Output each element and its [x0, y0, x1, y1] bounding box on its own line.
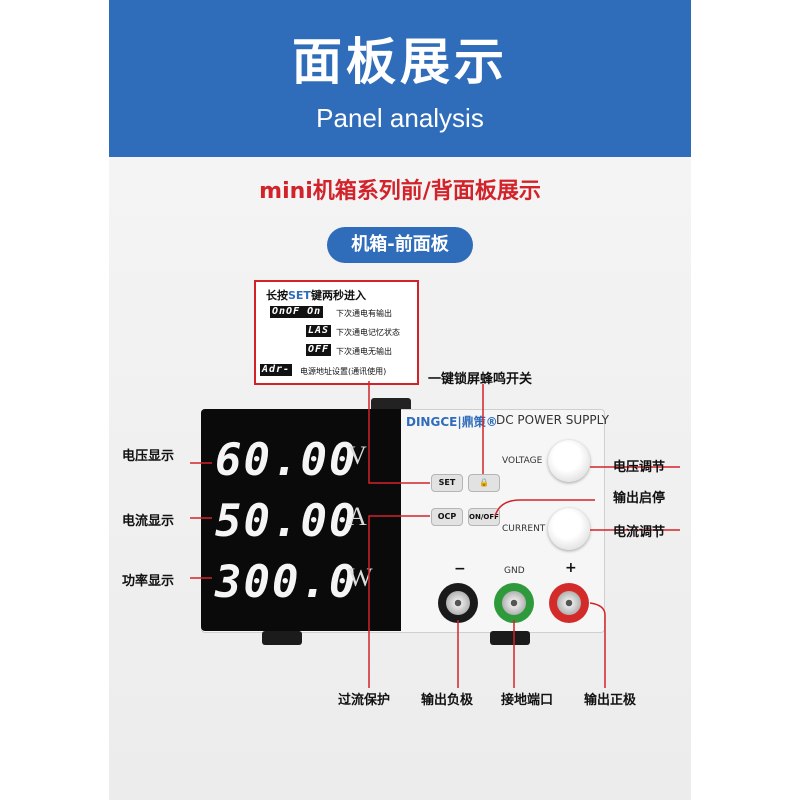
tip-code-off: OFF: [306, 344, 332, 356]
lock-icon: 🔒: [479, 478, 489, 487]
negative-terminal[interactable]: [438, 583, 478, 623]
current-readout: 50.00: [215, 496, 358, 547]
callout-out-neg: 输出负极: [421, 693, 474, 708]
brand-logo: DINGCE|鼎策®: [406, 413, 498, 430]
startup-mode-tip-box: 长按SET键两秒进入 OnOF On 下次通电有输出 LAS 下次通电记忆状态 …: [254, 280, 419, 385]
line-tip-to-set: [368, 381, 430, 484]
front-panel-pill: 机箱-前面板: [327, 227, 473, 263]
tip-text-off: 下次通电无输出: [336, 347, 392, 356]
current-knob[interactable]: [548, 508, 590, 550]
line-output-onoff: [494, 499, 595, 517]
voltage-readout: 60.00: [215, 435, 358, 486]
tip-heading-suffix: 键两秒进入: [310, 289, 366, 302]
line-ocp: [368, 515, 430, 688]
ground-terminal[interactable]: [494, 583, 534, 623]
lock-beep-button[interactable]: 🔒: [468, 474, 500, 492]
output-onoff-button[interactable]: ON/OFF: [468, 508, 500, 526]
tip-heading-set: SET: [288, 289, 311, 302]
model-label: DC POWER SUPPLY: [496, 413, 610, 427]
callout-output-onoff: 输出启停: [613, 491, 666, 506]
set-button[interactable]: SET: [431, 474, 463, 492]
lcd-display: 60.00 V 50.00 A 300.0 W: [201, 409, 401, 631]
positive-sign: +: [565, 560, 577, 576]
callout-current-display: 电流显示: [122, 514, 175, 529]
page-title: 面板展示: [292, 33, 508, 91]
gnd-label: GND: [504, 566, 525, 576]
brand-name: DINGCE|鼎策: [406, 415, 486, 429]
current-knob-label: CURRENT: [502, 524, 546, 534]
voltage-knob-label: VOLTAGE: [502, 456, 543, 466]
callout-gnd: 接地端口: [501, 693, 554, 708]
ocp-button[interactable]: OCP: [431, 508, 463, 526]
callout-voltage-adjust: 电压调节: [613, 460, 666, 475]
callout-ocp: 过流保护: [338, 693, 391, 708]
callout-out-pos: 输出正极: [584, 693, 637, 708]
tip-heading-prefix: 长按: [266, 289, 288, 302]
voltage-unit: V: [348, 441, 367, 470]
tip-heading: 长按SET键两秒进入: [266, 287, 366, 303]
tip-text-las: 下次通电记忆状态: [336, 328, 400, 337]
left-foot: [262, 631, 302, 645]
tip-text-adr: 电源地址设置(通讯使用): [300, 367, 387, 376]
callout-current-adjust: 电流调节: [613, 525, 666, 540]
negative-sign: −: [454, 561, 466, 577]
header-banner: 面板展示 Panel analysis: [109, 0, 691, 157]
brand-registered-mark: ®: [485, 415, 498, 429]
tip-code-adr: Adr-: [260, 364, 293, 376]
tip-code-las: LAS: [306, 325, 332, 337]
callout-lock-beep: 一键锁屏蜂鸣开关: [428, 372, 533, 387]
tip-text-onof: 下次通电有输出: [336, 309, 392, 318]
positive-terminal[interactable]: [549, 583, 589, 623]
page-subtitle: Panel analysis: [316, 103, 484, 133]
current-unit: A: [348, 502, 367, 531]
voltage-knob[interactable]: [548, 440, 590, 482]
power-readout: 300.0: [215, 557, 358, 608]
right-foot: [490, 631, 530, 645]
section-title: mini机箱系列前/背面板展示: [259, 179, 541, 204]
tip-code-onof: OnOF On: [270, 306, 324, 318]
line-out-pos: [589, 602, 606, 688]
callout-voltage-display: 电压显示: [122, 449, 175, 464]
callout-power-display: 功率显示: [122, 574, 175, 589]
